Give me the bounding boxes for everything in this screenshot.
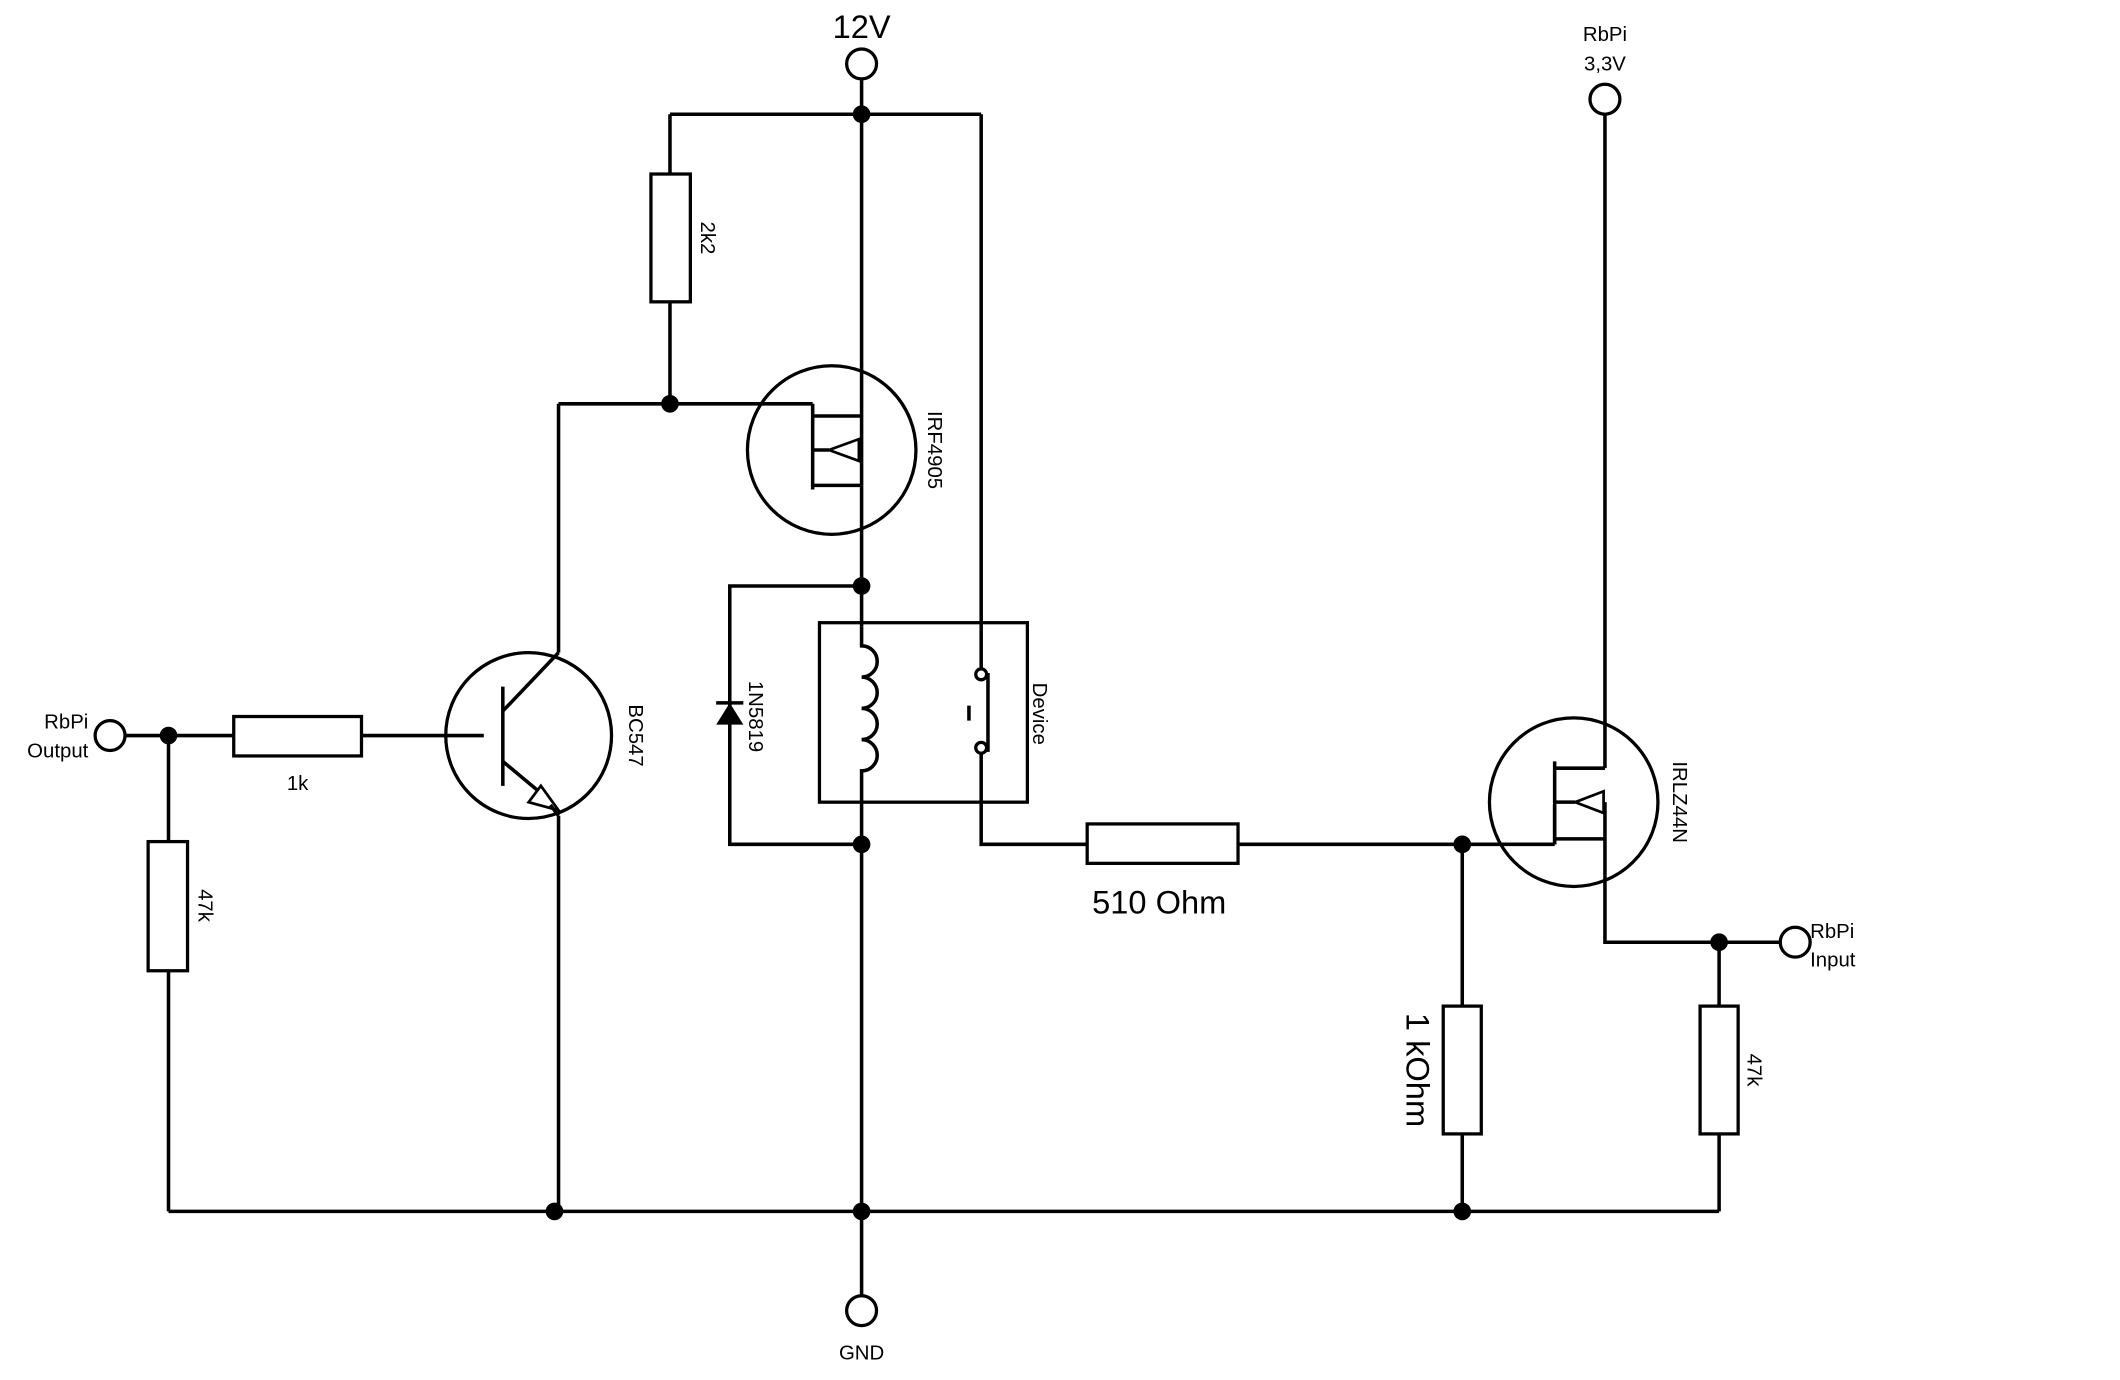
transistor-bc547-label: BC547 <box>624 704 646 766</box>
terminal-gnd-label: GND <box>839 1343 884 1365</box>
resistor-47k-left-label: 47k <box>193 889 215 923</box>
resistor-47k-left: 47k <box>146 839 215 973</box>
relay-device-label: Device <box>1028 683 1050 745</box>
transistor-bc547: BC547 <box>444 650 646 821</box>
resistor-2k2: 2k2 <box>649 172 718 304</box>
resistor-47k-right-label: 47k <box>1743 1054 1765 1088</box>
terminal-rbpi-3v3: RbPi 3,3V <box>1583 24 1627 116</box>
terminal-rbpi-input-label-2: Input <box>1810 950 1856 972</box>
terminal-rbpi-input: RbPi Input <box>1778 921 1856 972</box>
mosfet-irlz44n-label: IRLZ44N <box>1668 761 1690 843</box>
terminal-12v-label: 12V <box>833 8 891 45</box>
resistor-510-ohm-label: 510 Ohm <box>1092 884 1226 921</box>
resistor-1-kohm-label: 1 kOhm <box>1400 1013 1437 1127</box>
terminal-rbpi-output-label-2: Output <box>27 740 88 762</box>
terminal-12v: 12V <box>833 8 891 81</box>
wires <box>125 78 1781 1296</box>
junction-dots <box>159 105 1728 1221</box>
diode-1n5819: 1N5819 <box>716 681 766 752</box>
resistor-1k: 1k <box>232 714 364 795</box>
terminal-rbpi-3v3-label-2: 3,3V <box>1584 54 1626 76</box>
resistor-1k-label: 1k <box>287 773 309 795</box>
resistor-2k2-label: 2k2 <box>696 221 718 254</box>
terminal-rbpi-output-label-1: RbPi <box>44 712 88 734</box>
resistor-47k-right: 47k <box>1698 1004 1765 1136</box>
terminal-gnd: GND <box>839 1294 884 1365</box>
mosfet-irlz44n: IRLZ44N <box>1487 716 1690 889</box>
relay-device: Device <box>817 621 1050 804</box>
mosfet-irf4905: IRF4905 <box>745 364 945 536</box>
terminal-rbpi-3v3-label-1: RbPi <box>1583 24 1627 46</box>
terminal-rbpi-input-label-1: RbPi <box>1810 921 1854 943</box>
mosfet-irf4905-label: IRF4905 <box>923 411 945 489</box>
diode-1n5819-label: 1N5819 <box>744 681 766 752</box>
terminal-rbpi-output: RbPi Output <box>27 712 127 762</box>
resistor-1-kohm: 1 kOhm <box>1400 1004 1483 1136</box>
resistor-510-ohm: 510 Ohm <box>1085 822 1240 921</box>
